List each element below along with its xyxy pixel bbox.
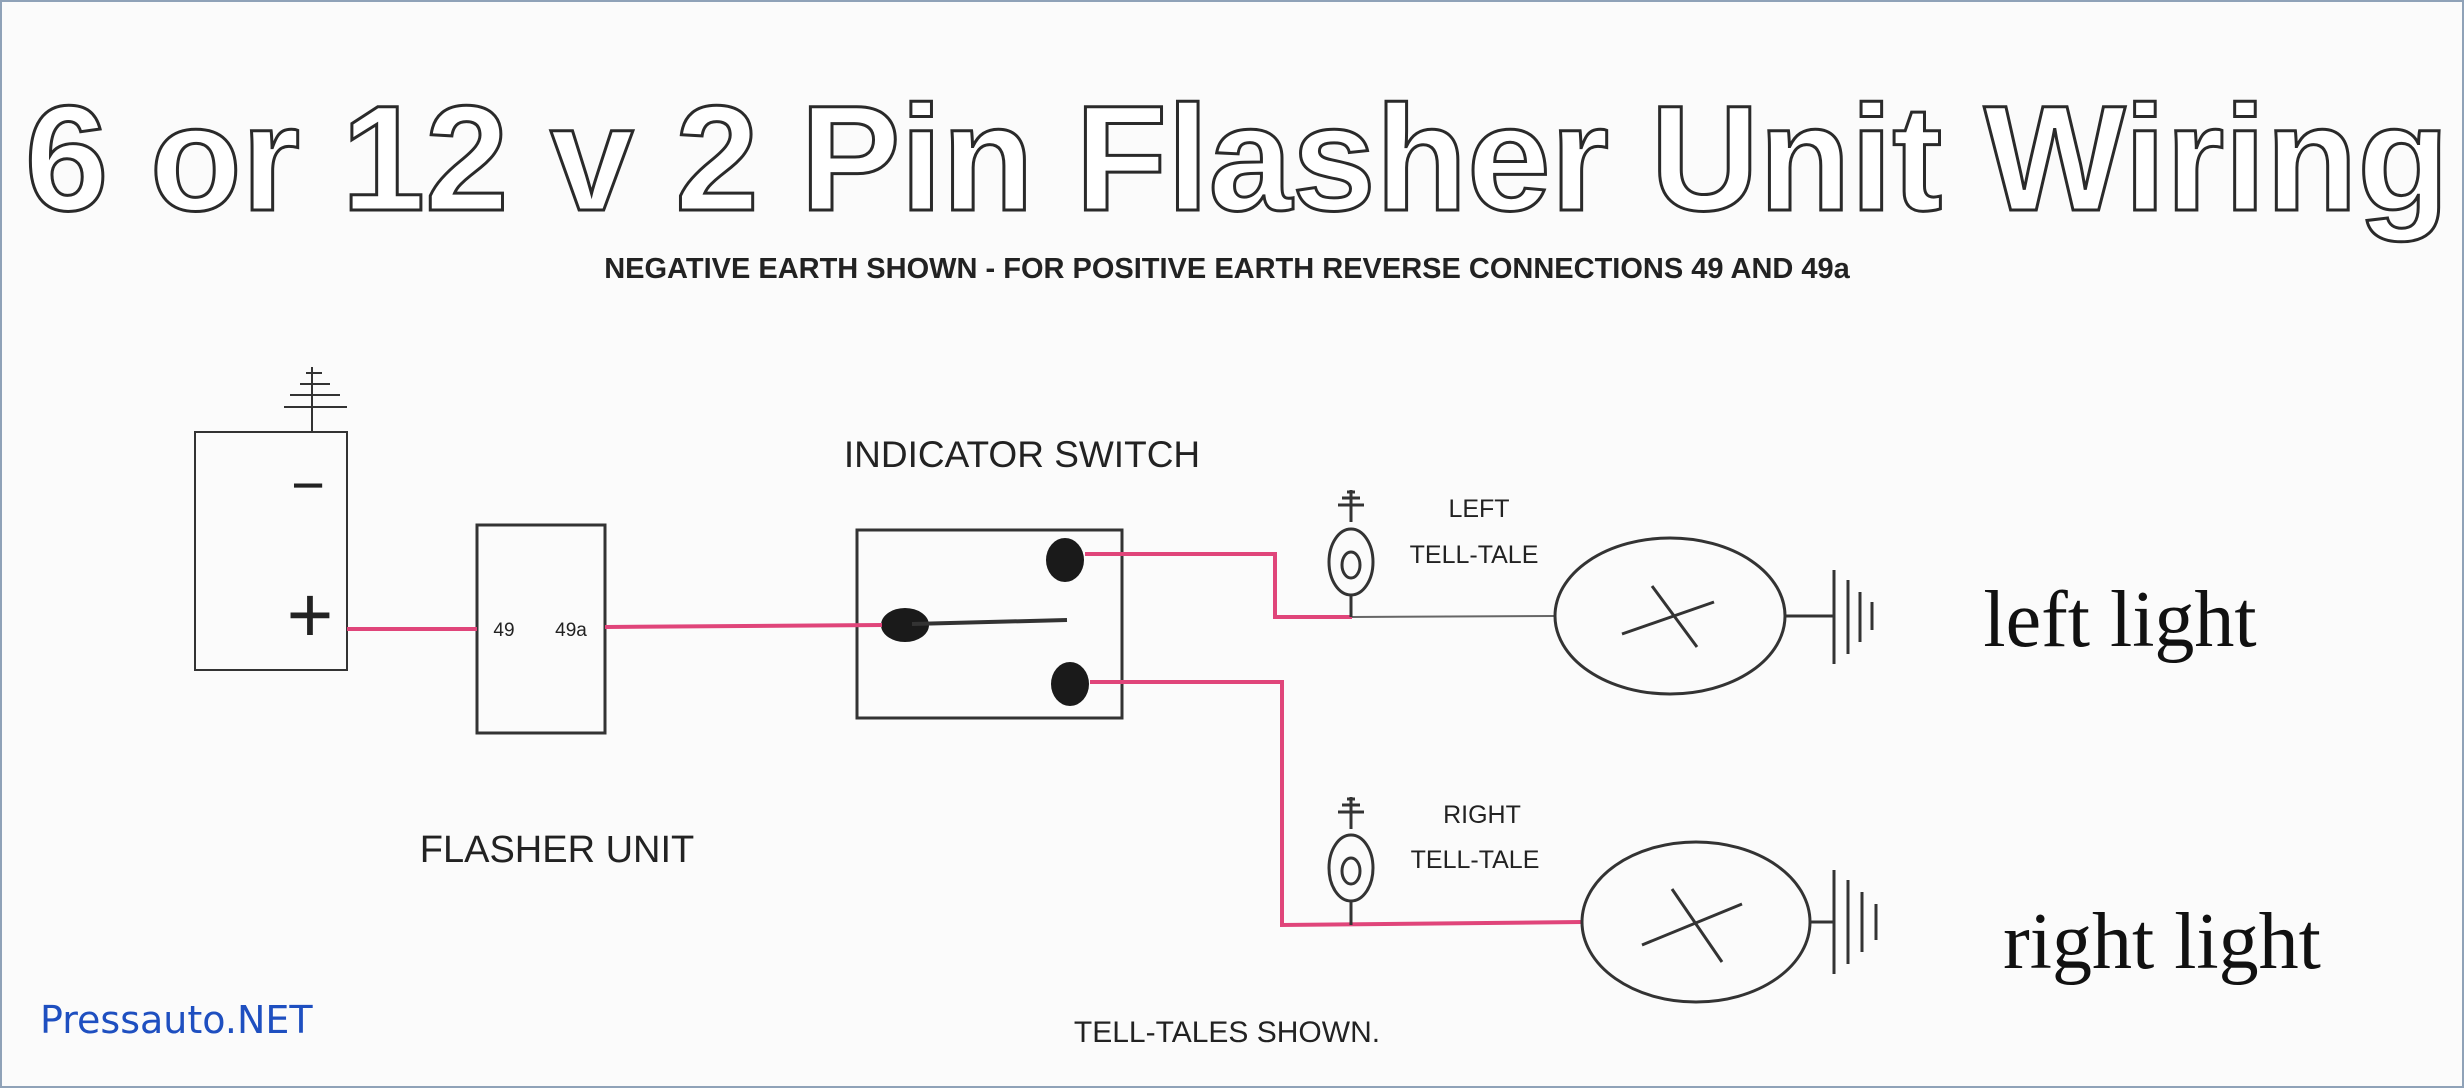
wiring — [347, 552, 1583, 928]
indicator-switch-label: INDICATOR SWITCH — [844, 434, 1200, 475]
battery-minus-label: − — [291, 453, 325, 518]
switch-common-contact — [881, 608, 929, 642]
switch-left-contact — [1046, 538, 1084, 582]
diagram-title: 6 or 12 v 2 Pin Flasher Unit Wiring — [25, 74, 2449, 242]
right-telltale-bulb — [1327, 797, 1375, 925]
left-telltale-bulb — [1327, 490, 1375, 617]
left-light-label: left light — [1983, 576, 2256, 664]
right-lamp — [1580, 840, 1878, 1004]
left-telltale-label-line2: TELL-TALE — [1410, 541, 1539, 569]
battery-plus-label: + — [287, 570, 334, 659]
right-telltale-label-line2: TELL-TALE — [1411, 846, 1540, 874]
wire-switch-to-left — [1085, 552, 1352, 619]
terminal-49-label: 49 — [493, 620, 514, 641]
switch-lever — [911, 618, 1068, 626]
terminal-49a-label: 49a — [555, 620, 587, 641]
diagram-subtitle: NEGATIVE EARTH SHOWN - FOR POSITIVE EART… — [604, 253, 1850, 285]
switch-right-contact — [1051, 662, 1089, 706]
wire-switch-to-right — [1090, 680, 1583, 928]
watermark: Pressauto.NET — [40, 998, 313, 1042]
flasher-unit-label: FLASHER UNIT — [420, 829, 694, 871]
wire-left-to-lamp — [1351, 615, 1555, 618]
battery — [194, 367, 348, 671]
right-light-label: right light — [2003, 898, 2321, 986]
right-telltale-label-line1: RIGHT — [1443, 801, 1521, 829]
left-lamp — [1553, 536, 1874, 696]
footer-note: TELL-TALES SHOWN. — [1074, 1016, 1380, 1049]
wire-flasher-to-switch — [604, 623, 883, 629]
left-telltale-label-line1: LEFT — [1448, 495, 1509, 523]
